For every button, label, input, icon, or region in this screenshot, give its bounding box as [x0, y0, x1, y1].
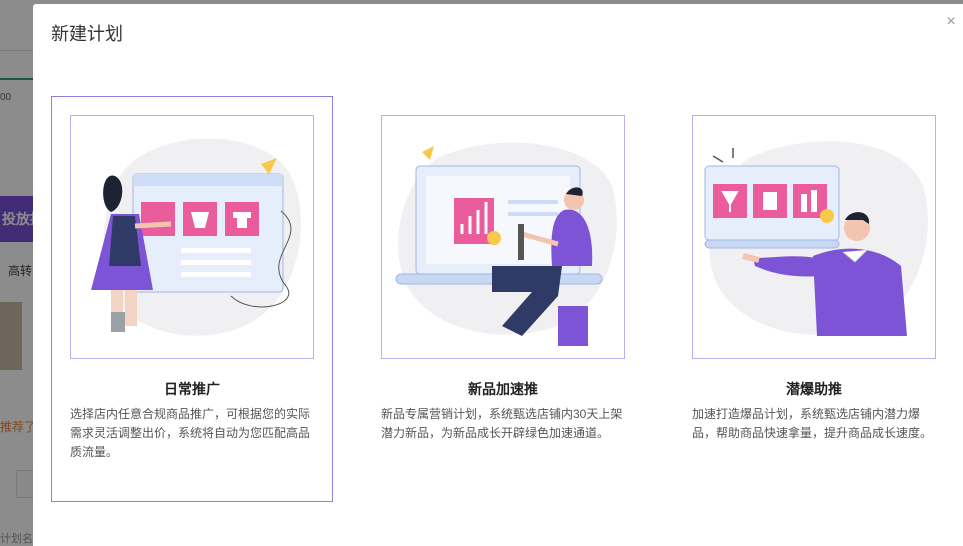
plan-card-new-product-boost[interactable]: 新品加速推 新品专属营销计划，系统甄选店铺内30天上架潜力新品，为新品成长开辟绿…: [362, 96, 644, 502]
daily-promotion-illustration: [70, 115, 314, 359]
plan-card-daily-promotion[interactable]: 日常推广 选择店内任意合规商品推广，可根据您的实际需求灵活调整出价，系统将自动为…: [51, 96, 333, 502]
background-product-thumbnail: [0, 302, 22, 370]
plan-card-potential-hit-boost[interactable]: 潜爆助推 加速打造爆品计划，系统甄选店铺内潜力爆品，帮助商品快速拿量，提升商品成…: [673, 96, 955, 502]
potential-hit-boost-illustration-icon: [704, 141, 928, 336]
background-conversion-text: 高转: [8, 264, 33, 278]
new-product-boost-illustration: [381, 115, 625, 359]
background-chart-line: [0, 78, 34, 80]
plan-card-title: 新品加速推: [468, 381, 538, 397]
plan-card-title: 潜爆助推: [786, 381, 842, 397]
close-icon[interactable]: ×: [946, 13, 956, 30]
plan-card-description: 新品专属营销计划，系统甄选店铺内30天上架潜力新品，为新品成长开辟绿色加速通道。: [381, 407, 623, 440]
new-product-boost-illustration-icon: [395, 142, 617, 346]
background-divider: [0, 50, 34, 51]
background-axis-number: 00: [0, 92, 12, 103]
daily-promotion-illustration-icon: [91, 138, 301, 336]
background-recommend-text: 推荐了6: [0, 420, 34, 434]
plan-card-description: 选择店内任意合规商品推广，可根据您的实际需求灵活调整出价，系统将自动为您匹配高品…: [70, 407, 311, 459]
potential-hit-boost-illustration: [692, 115, 936, 359]
background-plan-name-label: 计划名称: [0, 533, 34, 545]
modal-title: 新建计划: [51, 24, 123, 44]
background-primary-button[interactable]: 投放推: [0, 196, 34, 242]
new-plan-modal: 新建计划 ×: [33, 4, 963, 546]
plan-card-description: 加速打造爆品计划，系统甄选店铺内潜力爆品，帮助商品快速拿量，提升商品成长速度。: [692, 407, 933, 440]
plan-card-title: 日常推广: [164, 381, 220, 397]
